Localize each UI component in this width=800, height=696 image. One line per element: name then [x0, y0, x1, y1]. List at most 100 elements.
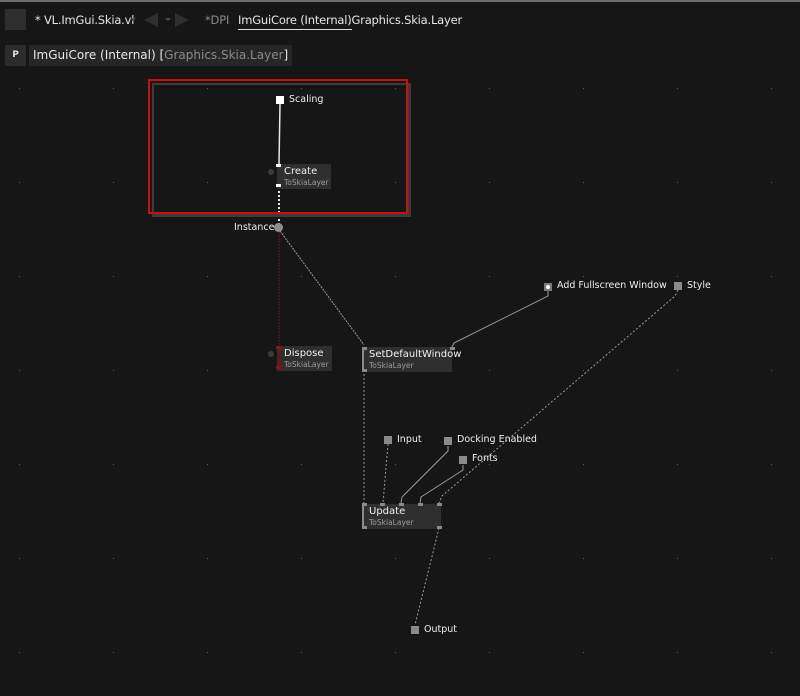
node-update-name: Update [369, 506, 406, 517]
setdefaultwindow-input-pin-fullscreen[interactable] [450, 347, 455, 350]
definition-name: ImGuiCore (Internal) [33, 48, 160, 62]
update-input-pin-fonts[interactable] [418, 503, 423, 506]
link-fullscreen-setdefaultwindow [451, 291, 549, 348]
grid-dot [677, 464, 678, 465]
grid-dot [489, 464, 490, 465]
dropdown-arrow-icon[interactable] [130, 18, 136, 21]
node-dispose-category: ToSkiaLayer [284, 360, 329, 369]
grid-dot [113, 88, 114, 89]
dispose-border [277, 346, 279, 371]
node-create[interactable]: Create ToSkiaLayer [277, 164, 331, 189]
docking-enabled-pad[interactable] [444, 437, 452, 445]
grid-dot [19, 370, 20, 371]
grid-dot [113, 182, 114, 183]
grid-dot [489, 558, 490, 559]
definition-category: Graphics.Skia.Layer [164, 48, 284, 62]
grid-dot [395, 464, 396, 465]
add-fullscreen-window-toggle[interactable] [544, 283, 552, 291]
grid-dot [677, 558, 678, 559]
grid-dot [207, 370, 208, 371]
dispose-state-dot [268, 351, 274, 357]
update-output-pin-instance[interactable] [362, 526, 367, 529]
grid-dot [771, 370, 772, 371]
style-label: Style [687, 280, 711, 291]
update-input-pin-style[interactable] [437, 503, 442, 506]
grid-dot [771, 182, 772, 183]
history-dropdown-icon[interactable] [165, 18, 171, 21]
patch-badge[interactable]: P [5, 45, 26, 66]
link-input-update [382, 443, 389, 504]
grid-dot [583, 276, 584, 277]
update-output-pin-output[interactable] [437, 526, 442, 529]
grid-dot [113, 558, 114, 559]
grid-dot [583, 464, 584, 465]
grid-dot [583, 182, 584, 183]
grid-dot [113, 464, 114, 465]
grid-dot [771, 558, 772, 559]
node-create-name: Create [284, 166, 318, 177]
update-input-pin-docking[interactable] [399, 503, 404, 506]
grid-dot [771, 464, 772, 465]
update-input-pin-instance[interactable] [362, 503, 367, 506]
node-update[interactable]: Update ToSkiaLayer [362, 504, 441, 529]
grid-dot [771, 276, 772, 277]
grid-dot [677, 370, 678, 371]
document-tab[interactable]: * VL.ImGui.Skia.vl [35, 13, 135, 27]
process-region-create[interactable] [148, 79, 408, 214]
bracket-open: [ [159, 48, 165, 62]
node-dispose-name: Dispose [284, 348, 324, 359]
node-dispose[interactable]: Dispose ToSkiaLayer [277, 346, 332, 371]
grid-dot [489, 276, 490, 277]
grid-dot [113, 276, 114, 277]
node-set-default-window-category: ToSkiaLayer [369, 361, 414, 370]
grid-dot [677, 88, 678, 89]
add-fullscreen-window-label: Add Fullscreen Window [557, 280, 667, 291]
link-instance-setdefaultwindow [279, 230, 365, 346]
setdefaultwindow-input-pin-instance[interactable] [362, 347, 367, 350]
grid-dot [19, 558, 20, 559]
grid-dot [19, 182, 20, 183]
dispose-input-pin[interactable] [276, 346, 281, 349]
grid-dot [489, 88, 490, 89]
grid-dot [583, 558, 584, 559]
menu-icon[interactable] [5, 9, 26, 30]
grid-dot [489, 370, 490, 371]
output-pad[interactable] [411, 626, 419, 634]
grid-dot [771, 88, 772, 89]
input-label: Input [397, 434, 422, 445]
definition-title[interactable]: ImGuiCore (Internal) [Graphics.Skia.Laye… [29, 45, 293, 66]
instance-pad[interactable] [274, 223, 283, 232]
breadcrumb-item-imguicore[interactable]: ImGuiCore (Internal) [238, 13, 352, 30]
back-arrow-icon[interactable] [144, 13, 158, 27]
instance-label: Instance [234, 222, 275, 233]
grid-dot [583, 370, 584, 371]
grid-dot [395, 558, 396, 559]
grid-dot [19, 464, 20, 465]
create-output-pin[interactable] [276, 184, 281, 187]
breadcrumb-item-category[interactable]: .Graphics.Skia.Layer [348, 13, 463, 27]
setdefaultwindow-output-pin[interactable] [362, 369, 367, 372]
scaling-pad[interactable] [276, 96, 284, 104]
style-pad[interactable] [674, 282, 682, 290]
grid-dot [583, 88, 584, 89]
scaling-label: Scaling [289, 94, 324, 105]
link-style-update [438, 289, 679, 504]
grid-dot [395, 652, 396, 653]
fonts-pad[interactable] [459, 456, 467, 464]
grid-dot [677, 182, 678, 183]
setdefaultwindow-border [362, 347, 364, 372]
dispose-output-pin[interactable] [276, 366, 281, 369]
update-input-pin-input[interactable] [380, 503, 385, 506]
update-border [362, 504, 364, 529]
forward-arrow-icon[interactable] [175, 13, 189, 27]
create-input-pin[interactable] [276, 164, 281, 167]
create-state-dot [268, 169, 274, 175]
top-bar: * VL.ImGui.Skia.vl *DPI ImGuiCore (Inter… [0, 2, 800, 38]
node-create-category: ToSkiaLayer [284, 178, 329, 187]
grid-dot [113, 370, 114, 371]
dpi-button[interactable]: *DPI [205, 13, 230, 27]
grid-dot [207, 652, 208, 653]
node-set-default-window[interactable]: SetDefaultWindow ToSkiaLayer [362, 347, 461, 372]
grid-dot [771, 652, 772, 653]
input-pad[interactable] [384, 436, 392, 444]
